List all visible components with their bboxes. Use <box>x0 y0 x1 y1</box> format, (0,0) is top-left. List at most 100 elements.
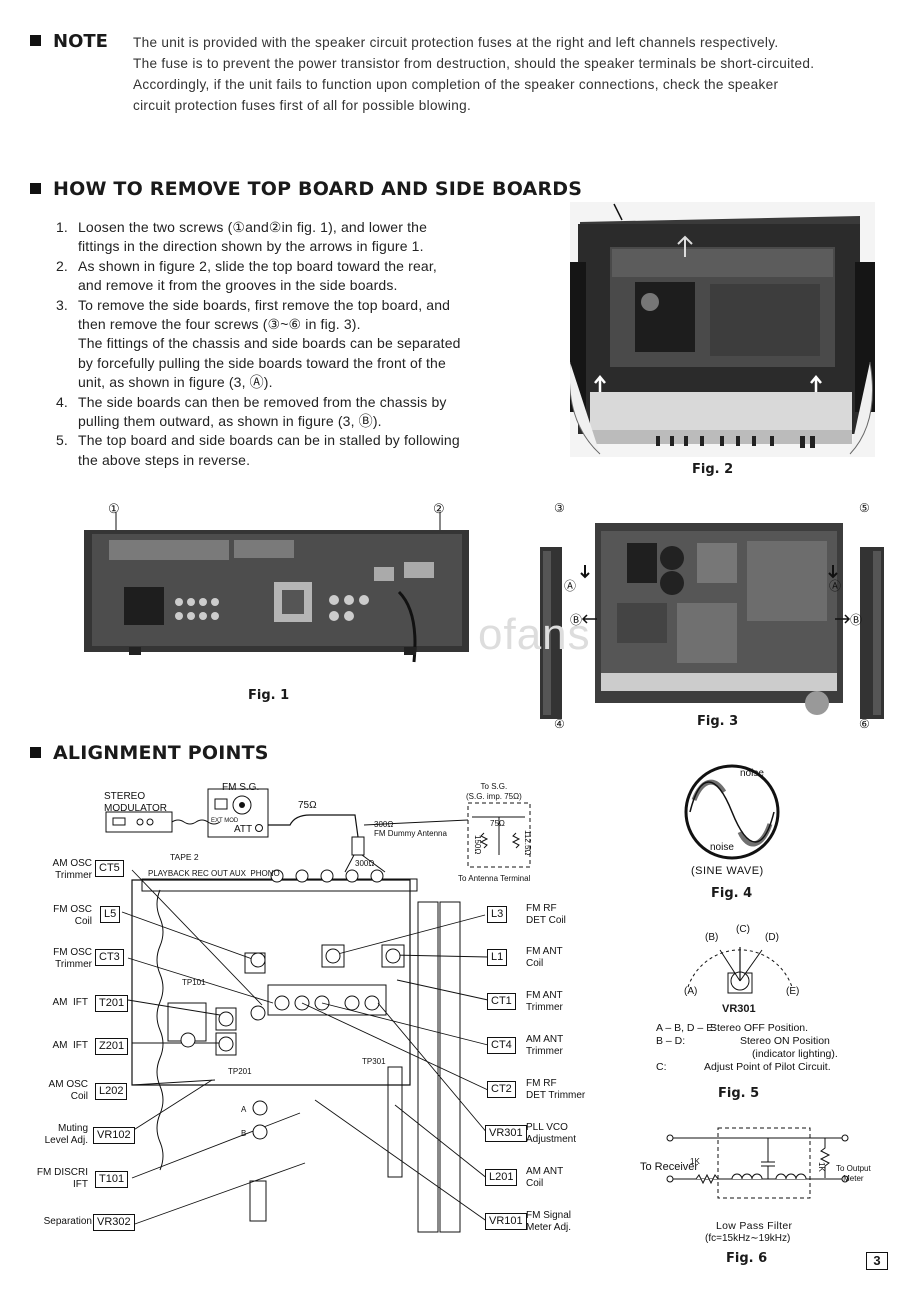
r1125-label: 112.5Ω <box>523 830 532 856</box>
point-label: AM ANT Trimmer <box>526 1034 564 1057</box>
receiver-rear-panel-photo <box>84 512 469 663</box>
chassis-side-boards-photo <box>540 523 884 719</box>
fig5-mark-c: (C) <box>736 924 750 935</box>
legend-row: B – D:Stereo ON Position <box>656 1035 830 1047</box>
fig4-noise-top: noise <box>740 768 764 779</box>
fig5-mark-a: (A) <box>684 986 698 997</box>
fig6-low-pass-filter <box>666 1127 849 1199</box>
att-label: ATT <box>234 824 253 835</box>
receiver-top-board-photo <box>568 202 875 457</box>
point-code: VR101 <box>485 1213 527 1230</box>
point-code: L1 <box>487 949 508 966</box>
fig4-caption: Fig. 4 <box>711 886 753 901</box>
fig3-mark-6: ⑥ <box>859 717 870 731</box>
removal-steps: 1.Loosen the two screws (①and②in fig. 1)… <box>56 218 526 470</box>
fig6-to-output-meter: To Output Meter <box>836 1164 871 1183</box>
page-number: 3 <box>866 1252 888 1270</box>
fig3-photo: ③ ④ ⑤ ⑥ Ⓐ Ⓑ Ⓐ Ⓑ <box>537 502 897 731</box>
test-point-a-label: A <box>241 1105 247 1114</box>
stereo-modulator-label: STEREO MODULATOR <box>104 791 167 814</box>
fig6-filter-label: Low Pass Filter <box>716 1220 793 1232</box>
to-sg-label: To S.G. (S.G. imp. 75Ω) <box>466 782 522 801</box>
point-label: FM OSC Coil <box>53 904 92 927</box>
tp301-label: TP301 <box>362 1057 386 1066</box>
tp101-label: TP101 <box>182 978 206 987</box>
test-point-b-label: B <box>241 1129 247 1138</box>
point-code: CT2 <box>487 1081 516 1098</box>
fig1-photo <box>84 512 469 667</box>
point-label: PLL VCO Adjustment <box>526 1122 577 1145</box>
alignment-point-l1: L1 FM ANT Coil <box>487 946 617 972</box>
point-code: Z201 <box>95 1038 129 1055</box>
fig1-caption: Fig. 1 <box>248 688 290 703</box>
point-label: FM RF DET Coil <box>526 903 566 926</box>
point-label: Muting Level Adj. <box>44 1123 88 1146</box>
point-label: FM ANT Trimmer <box>526 990 563 1013</box>
point-code: T201 <box>95 995 129 1012</box>
point-code: VR302 <box>93 1214 135 1231</box>
fig6-caption: Fig. 6 <box>726 1251 768 1266</box>
note-line: The unit is provided with the speaker ci… <box>133 35 779 50</box>
point-label: AM IFT <box>52 997 88 1008</box>
legend-row: A – B, D – E:Stereo OFF Position. <box>656 1022 809 1034</box>
fig5-legend: A – B, D – E:Stereo OFF Position. B – D:… <box>656 1022 838 1074</box>
fig5-mark-e: (E) <box>786 986 800 997</box>
note-body: The unit is provided with the speaker ci… <box>133 32 903 116</box>
fig5-mark-b: (B) <box>705 932 719 943</box>
point-label: AM OSC Trimmer <box>52 858 92 881</box>
point-label: AM OSC Coil <box>48 1079 88 1102</box>
fm-sg-label: FM S.G. <box>222 782 260 793</box>
fig4-sine-wave <box>684 764 780 860</box>
note-line: The fuse is to prevent the power transis… <box>133 56 815 71</box>
bullet-square-icon <box>30 747 41 758</box>
fig2-photo <box>568 202 875 457</box>
fig4-sine-caption: (SINE WAVE) <box>691 865 764 877</box>
point-code: CT5 <box>95 860 124 877</box>
fig3-mark-4: ④ <box>554 717 565 731</box>
point-label: AM IFT <box>52 1040 88 1051</box>
point-code: L5 <box>100 906 121 923</box>
note-section: NOTE The unit is provided with the speak… <box>30 31 900 121</box>
point-label: FM OSC Trimmer <box>53 947 92 970</box>
fig1-mark-2: ② <box>433 501 445 516</box>
fig5-caption: Fig. 5 <box>718 1086 760 1101</box>
section-heading-alignment: ALIGNMENT POINTS <box>30 742 269 764</box>
point-label: FM Signal Meter Adj. <box>526 1210 572 1233</box>
legend-row: (indicator lighting). <box>752 1048 838 1060</box>
fig6-fc-label: (fc=15kHz∼19kHz) <box>705 1233 791 1244</box>
alignment-point-ct2: CT2 FM RF DET Trimmer <box>487 1078 617 1104</box>
ext-mod-label: EXT MOD <box>211 818 239 824</box>
fig4-noise-bottom: noise <box>710 842 734 853</box>
fig5-mark-d: (D) <box>765 932 779 943</box>
section-heading-remove: HOW TO REMOVE TOP BOARD AND SIDE BOARDS <box>30 178 582 200</box>
fig6-r1k-vertical: 1K <box>817 1162 826 1172</box>
point-code: L3 <box>487 906 508 923</box>
point-label: FM RF DET Trimmer <box>526 1078 586 1101</box>
inputs-label: PLAYBACK REC OUT AUX PHONO <box>148 869 280 878</box>
fig5-vr301-diagram <box>687 947 793 994</box>
fig1-mark-1: ① <box>108 501 120 516</box>
step-item: 4.The side boards can then be removed fr… <box>56 393 447 430</box>
to-antenna-terminal-label: To Antenna Terminal <box>458 874 531 883</box>
fig3-mark-a-right: Ⓐ <box>829 579 842 593</box>
point-code: CT3 <box>95 949 124 966</box>
alignment-point-z201: AM IFT Z201 <box>20 1038 132 1062</box>
note-line: circuit protection fuses first of all fo… <box>133 98 472 113</box>
ohm75-label: 75Ω <box>298 800 317 811</box>
fig3-caption: Fig. 3 <box>697 714 739 729</box>
note-line: Accordingly, if the unit fails to functi… <box>133 77 779 92</box>
fig5-name: VR301 <box>722 1003 756 1015</box>
fig3-mark-b-left: Ⓑ <box>570 613 583 627</box>
point-code: VR102 <box>93 1127 135 1144</box>
point-label: FM ANT Coil <box>526 946 563 969</box>
alignment-point-l5: FM OSC Coil L5 <box>20 904 132 928</box>
alignment-point-l3: L3 FM RF DET Coil <box>487 903 617 929</box>
dummy-antenna-label: 300Ω FM Dummy Antenna <box>374 820 447 838</box>
point-label: FM DISCRI IFT <box>36 1167 88 1190</box>
step-item: 3.To remove the side boards, first remov… <box>56 296 461 391</box>
fig6-to-receiver: To Receiver <box>640 1161 699 1173</box>
